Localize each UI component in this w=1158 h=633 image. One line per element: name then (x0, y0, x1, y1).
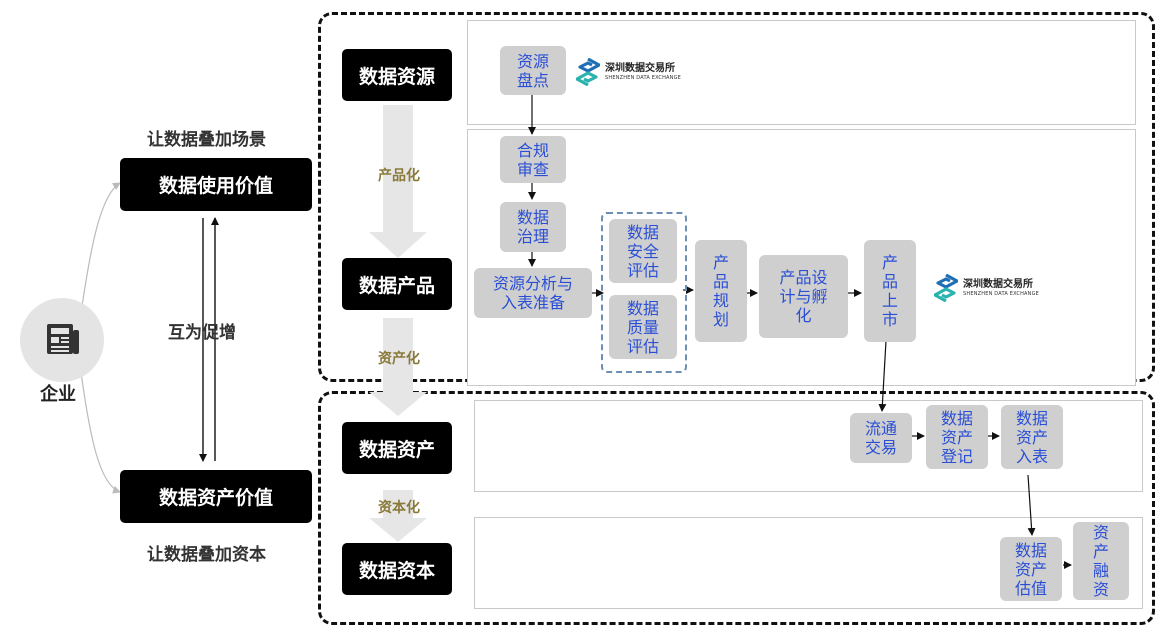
node-design: 产品设 计与孵 化 (759, 255, 848, 338)
node-design-label: 产品设 计与孵 化 (779, 268, 828, 325)
logo-name-cn: 深圳数据交易所 (963, 278, 1033, 290)
data-asset-value-box: 数据资产价值 (120, 470, 312, 523)
node-analysis-label: 资源分析与 入表准备 (492, 274, 573, 312)
top-caption: 让数据叠加场景 (147, 130, 266, 150)
mutual-promotion-label: 互为促增 (168, 323, 236, 343)
node-trading-label: 流通 交易 (864, 419, 897, 457)
node-launch: 产 品 上 市 (864, 240, 916, 342)
stage-data-capital: 数据资本 (342, 543, 452, 595)
node-governance-label: 数据 治理 (516, 208, 549, 246)
sdx-logo-icon (576, 58, 600, 86)
stage-data-asset: 数据资产 (342, 422, 452, 474)
sdx-logo-icon (934, 274, 958, 302)
productize-arrow (369, 105, 427, 258)
assetize-label: 资产化 (378, 351, 420, 367)
node-security-label: 数据 安全 评估 (626, 222, 659, 280)
productize-label: 产品化 (378, 168, 420, 184)
node-planning-label: 产 品 规 划 (712, 253, 729, 329)
node-quality: 数据 质量 评估 (609, 295, 677, 359)
newspaper-icon (43, 319, 83, 359)
logo-name-cn: 深圳数据交易所 (605, 62, 675, 74)
node-analysis: 资源分析与 入表准备 (474, 268, 592, 318)
capital-stage-dashed-frame (318, 391, 1155, 625)
node-financing-label: 资 产 融 资 (1092, 523, 1109, 599)
assessment-group (601, 212, 687, 373)
shenzhen-data-exchange-logo-top: 深圳数据交易所 SHENZHEN DATA EXCHANGE (576, 58, 681, 86)
bottom-caption: 让数据叠加资本 (147, 545, 266, 565)
node-valuation: 数据 资产 估值 (1000, 537, 1062, 601)
assetize-arrow (369, 318, 427, 416)
node-quality-label: 数据 质量 评估 (626, 298, 659, 356)
enterprise-label: 企业 (40, 384, 76, 405)
node-governance: 数据 治理 (500, 202, 566, 252)
node-booking: 数据 资产 入表 (1001, 405, 1063, 469)
capitalize-arrow (369, 490, 427, 542)
node-trading: 流通 交易 (850, 413, 912, 463)
capitalize-label: 资本化 (378, 500, 420, 516)
node-financing: 资 产 融 资 (1073, 522, 1129, 600)
enterprise-to-use-value-curve (79, 182, 121, 321)
stage-data-product: 数据产品 (342, 258, 452, 310)
node-compliance-label: 合规 审查 (516, 140, 549, 179)
node-planning: 产 品 规 划 (695, 240, 747, 342)
logo-name-en: SHENZHEN DATA EXCHANGE (963, 290, 1040, 297)
node-security: 数据 安全 评估 (609, 219, 677, 283)
node-inventory-label: 资源 盘点 (516, 51, 549, 90)
node-valuation-label: 数据 资产 估值 (1014, 540, 1047, 598)
logo-name-en: SHENZHEN DATA EXCHANGE (605, 74, 682, 81)
resource-panel (467, 20, 1136, 125)
node-launch-label: 产 品 上 市 (881, 253, 898, 329)
node-compliance: 合规 审查 (500, 136, 566, 183)
node-registration: 数据 资产 登记 (926, 405, 988, 469)
node-booking-label: 数据 资产 入表 (1015, 408, 1048, 466)
node-registration-label: 数据 资产 登记 (940, 408, 973, 466)
shenzhen-data-exchange-logo-mid: 深圳数据交易所 SHENZHEN DATA EXCHANGE (934, 274, 1039, 302)
node-inventory: 资源 盘点 (500, 46, 566, 95)
enterprise-to-asset-value-curve (79, 364, 121, 494)
data-use-value-box: 数据使用价值 (120, 158, 312, 211)
stage-data-resource: 数据资源 (342, 49, 452, 101)
